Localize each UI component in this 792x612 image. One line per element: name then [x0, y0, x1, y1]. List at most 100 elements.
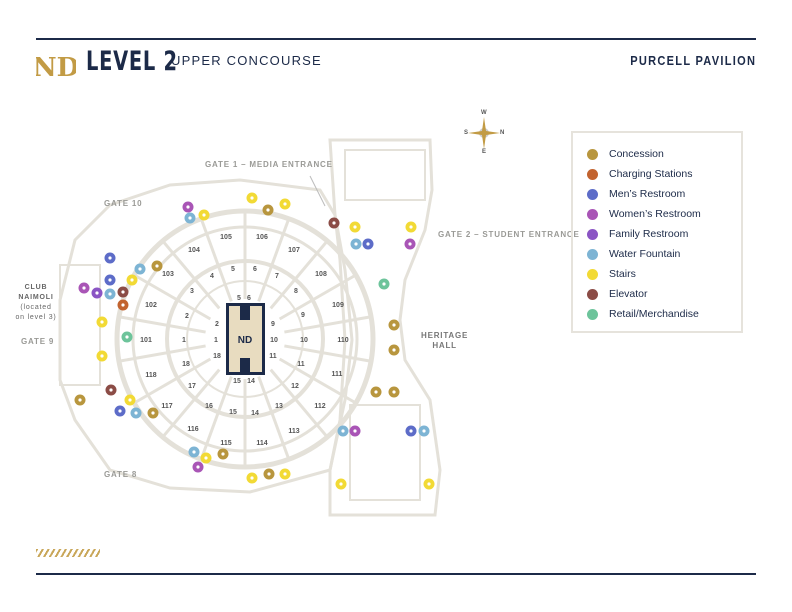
section-label[interactable]: 115	[220, 440, 231, 447]
men-icon-glyph	[366, 242, 370, 246]
section-divider	[199, 376, 233, 460]
legend-item-stairs: Stairs	[587, 267, 636, 281]
section-label[interactable]: 10	[300, 337, 308, 344]
men-icon-glyph	[108, 256, 112, 260]
club-name-2: NAIMOLI	[18, 294, 54, 301]
section-label[interactable]: 110	[337, 337, 348, 344]
men-icon	[587, 188, 598, 200]
women-icon-glyph	[353, 429, 357, 433]
stairs-icon-glyph	[100, 354, 104, 358]
section-label[interactable]: 5	[237, 295, 241, 302]
club-note-1: (located	[20, 304, 52, 311]
section-label[interactable]: 4	[210, 273, 214, 280]
section-label[interactable]: 117	[161, 403, 172, 410]
court-logo: ND	[238, 335, 252, 346]
section-label[interactable]: 14	[251, 410, 259, 417]
section-label[interactable]: 15	[229, 409, 237, 416]
section-label[interactable]: 8	[294, 288, 298, 295]
section-label[interactable]: 10	[270, 337, 278, 344]
section-label[interactable]: 9	[271, 321, 275, 328]
section-label[interactable]: 105	[220, 234, 232, 241]
section-label[interactable]: 101	[140, 337, 152, 344]
section-divider	[257, 376, 291, 460]
section-label[interactable]: 18	[182, 361, 190, 368]
concession-icon	[587, 148, 598, 160]
section-divider	[257, 218, 291, 302]
section-label[interactable]: 13	[275, 403, 283, 410]
gate-9-label: GATE 9	[21, 337, 55, 346]
concession-icon-glyph	[266, 208, 270, 212]
section-label[interactable]: 103	[162, 271, 174, 278]
section-label[interactable]: 1	[214, 337, 218, 344]
legend-item-water: Water Fountain	[587, 247, 680, 261]
section-label[interactable]: 1	[182, 337, 186, 344]
section-divider	[118, 315, 206, 334]
section-label[interactable]: 116	[187, 426, 198, 433]
section-label[interactable]: 102	[145, 302, 157, 309]
section-label[interactable]: 14	[247, 378, 255, 385]
women-icon-glyph	[196, 465, 200, 469]
section-label[interactable]: 112	[314, 403, 325, 410]
section-label[interactable]: 17	[188, 383, 196, 390]
concession-icon-glyph	[155, 264, 159, 268]
section-label[interactable]: 107	[288, 247, 300, 254]
section-label[interactable]: 108	[315, 271, 327, 278]
section-label[interactable]: 11	[269, 353, 277, 360]
heritage-2: HALL	[432, 341, 457, 350]
legend-label: Concession	[609, 148, 664, 160]
section-label[interactable]: 2	[215, 321, 219, 328]
east-building-outline	[328, 138, 442, 517]
section-label[interactable]: 113	[288, 428, 299, 435]
legend-item-retail: Retail/Merchandise	[587, 307, 699, 321]
stairs-icon-glyph	[100, 320, 104, 324]
section-label[interactable]: 2	[185, 313, 189, 320]
section-label[interactable]: 7	[275, 273, 279, 280]
water-icon	[587, 248, 598, 260]
section-label[interactable]: 104	[188, 247, 200, 254]
section-label[interactable]: 5	[231, 266, 235, 273]
concession-icon-glyph	[374, 390, 378, 394]
men-icon-glyph	[118, 409, 122, 413]
legend-item-women: Women’s Restroom	[587, 207, 701, 221]
section-label[interactable]: 18	[213, 353, 221, 360]
stairs-icon-glyph	[409, 225, 413, 229]
gate-10-label: GATE 10	[104, 199, 143, 208]
stairs-icon-glyph	[202, 213, 206, 217]
stairs-icon-glyph	[283, 472, 287, 476]
section-label[interactable]: 114	[256, 440, 267, 447]
retail-icon-glyph	[125, 335, 129, 339]
section-label[interactable]: 111	[332, 371, 343, 378]
notre-dame-logo: ND	[36, 53, 76, 82]
section-label[interactable]: 11	[297, 361, 305, 368]
retail-icon	[587, 308, 598, 320]
section-label[interactable]: 12	[291, 383, 299, 390]
concession-icon-glyph	[392, 390, 396, 394]
compass-star	[468, 117, 500, 149]
water-icon-glyph	[108, 292, 112, 296]
water-icon-glyph	[134, 411, 138, 415]
section-label[interactable]: 16	[205, 403, 213, 410]
compass-n: N	[500, 130, 506, 136]
water-icon-glyph	[422, 429, 426, 433]
section-label[interactable]: 6	[253, 266, 257, 273]
retail-icon-glyph	[382, 282, 386, 286]
section-label[interactable]: 118	[145, 372, 156, 379]
section-label[interactable]: 3	[190, 288, 194, 295]
venue-name: PURCELL PAVILION	[630, 53, 756, 68]
gate-2-label: GATE 2 – STUDENT ENTRANCE	[438, 230, 580, 239]
legend-label: Charging Stations	[609, 168, 693, 180]
section-label[interactable]: 109	[332, 302, 344, 309]
water-icon-glyph	[341, 429, 345, 433]
women-icon	[587, 208, 598, 220]
section-label[interactable]: 9	[301, 312, 305, 319]
compass-e: E	[482, 149, 487, 155]
heritage-hall-label: HERITAGE HALL	[421, 331, 468, 351]
section-label[interactable]: 6	[247, 295, 251, 302]
compass-w: W	[481, 110, 488, 116]
stairs-icon-glyph	[283, 202, 287, 206]
legend-label: Women’s Restroom	[609, 208, 701, 220]
bottom-rule	[36, 573, 756, 575]
section-label[interactable]: 106	[256, 234, 268, 241]
charging-icon	[587, 168, 598, 180]
section-label[interactable]: 15	[233, 378, 241, 385]
